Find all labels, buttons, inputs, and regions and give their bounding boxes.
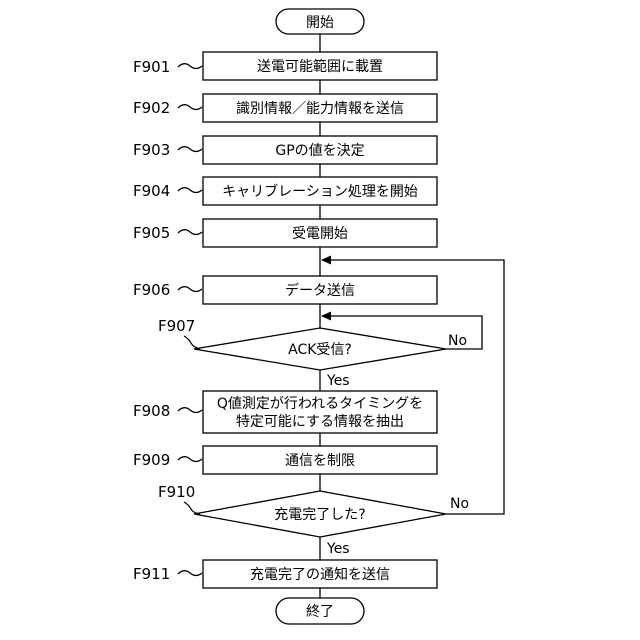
step-label: 充電完了の通知を送信: [250, 566, 390, 583]
step-f904: キャリブレーション処理を開始 F904: [133, 177, 437, 205]
step-f906: データ送信 F906: [133, 276, 437, 304]
step-label: 通信を制限: [285, 453, 355, 469]
leader-line: [178, 230, 202, 235]
leader-line: [178, 408, 202, 413]
step-id: F910: [158, 483, 195, 501]
step-label-line2: 特定可能にする情報を抽出: [236, 414, 404, 430]
step-id: F901: [133, 58, 170, 76]
step-id: F902: [133, 99, 170, 117]
leader-line: [184, 502, 200, 514]
leader-line: [184, 336, 200, 349]
step-id: F909: [133, 451, 170, 469]
step-label: 識別情報／能力情報を送信: [236, 101, 404, 117]
step-id: F903: [133, 141, 170, 159]
leader-line: [178, 64, 202, 69]
branch-yes-label: Yes: [326, 373, 350, 389]
branch-yes-label: Yes: [326, 541, 350, 557]
step-label: キャリブレーション処理を開始: [222, 183, 418, 200]
decision-f907: ACK受信? F907 No Yes: [158, 317, 467, 389]
decision-f910: 充電完了した? F910 No Yes: [158, 483, 469, 557]
decision-label: ACK受信?: [288, 342, 352, 358]
leader-line: [178, 287, 202, 292]
leader-line: [178, 571, 202, 576]
step-f908: Q値測定が行われるタイミングを 特定可能にする情報を抽出 F908: [133, 391, 437, 433]
start-node: 開始: [276, 9, 364, 34]
step-f905: 受電開始 F905: [133, 219, 437, 247]
step-label: GPの値を決定: [275, 143, 364, 159]
step-f903: GPの値を決定 F903: [133, 136, 437, 164]
step-id: F905: [133, 224, 170, 242]
step-id: F911: [133, 565, 170, 583]
branch-no-label: No: [448, 333, 467, 349]
arrowhead: [321, 312, 331, 321]
step-id: F907: [158, 317, 195, 335]
branch-no-label: No: [450, 496, 469, 512]
step-id: F908: [133, 402, 170, 420]
leader-line: [178, 105, 202, 110]
leader-line: [178, 457, 202, 462]
arrowhead: [321, 256, 331, 265]
step-f902: 識別情報／能力情報を送信 F902: [133, 94, 437, 122]
step-id: F906: [133, 281, 170, 299]
step-label: 受電開始: [292, 226, 348, 242]
step-label: データ送信: [285, 282, 355, 299]
step-label: 送電可能範囲に載置: [257, 58, 383, 75]
end-label: 終了: [306, 604, 334, 620]
step-label-line1: Q値測定が行われるタイミングを: [217, 396, 423, 412]
leader-line: [178, 188, 202, 193]
step-f909: 通信を制限 F909: [133, 446, 437, 474]
decision-label: 充電完了した?: [274, 507, 365, 523]
start-label: 開始: [306, 15, 334, 31]
end-node: 終了: [276, 598, 364, 624]
leader-line: [178, 147, 202, 152]
step-f911: 充電完了の通知を送信 F911: [133, 560, 437, 588]
step-id: F904: [133, 182, 170, 200]
step-f901: 送電可能範囲に載置 F901: [133, 52, 437, 80]
